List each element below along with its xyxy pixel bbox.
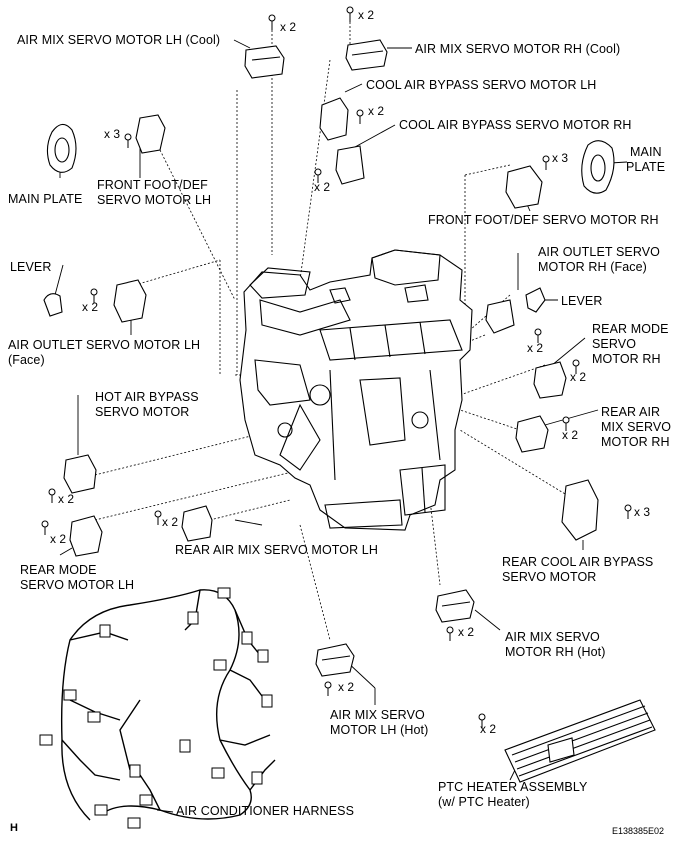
screw-icon [268, 14, 276, 30]
rear-cool-air-bypass-servo-motor [561, 479, 599, 541]
screw-icon [478, 713, 486, 728]
label-air-outlet-lh-line1: AIR OUTLET SERVO MOTOR LH [8, 338, 201, 352]
screws [41, 6, 632, 728]
label-rear-air-mix-rh-line1: REAR AIR [601, 405, 661, 419]
qty-mark: x 3 [552, 151, 569, 165]
qty-mark: x 3 [634, 505, 651, 519]
qty-mark: x 2 [480, 722, 497, 736]
screw-icon [154, 510, 162, 525]
qty-mark: x 2 [50, 532, 67, 546]
qty-mark: x 2 [314, 180, 331, 194]
label-air-outlet-lh-line2: (Face) [8, 353, 45, 367]
qty-mark: x 2 [162, 515, 179, 529]
label-front-foot-def-lh-line2: SERVO MOTOR LH [97, 193, 212, 207]
harness-connectors [39, 587, 273, 829]
air-outlet-servo-motor-lh [113, 279, 147, 323]
qty-mark: x 3 [104, 127, 121, 141]
screw-icon [48, 488, 56, 503]
screw-icon [41, 520, 49, 535]
screw-icon [346, 6, 354, 22]
qty-mark: x 2 [527, 341, 544, 355]
screw-icon [90, 288, 98, 303]
label-air-mix-servo-motor-lh-cool: AIR MIX SERVO MOTOR LH (Cool) [17, 33, 221, 47]
label-rear-mode-lh-line2: SERVO MOTOR LH [20, 578, 135, 592]
air-mix-servo-motor-rh-hot [435, 589, 475, 623]
label-front-foot-def-lh-line1: FRONT FOOT/DEF [97, 178, 208, 192]
corner-letter: H [10, 822, 18, 834]
label-rear-air-mix-servo-motor-lh: REAR AIR MIX SERVO MOTOR LH [175, 543, 378, 557]
screw-icon [356, 109, 364, 124]
label-air-outlet-rh-line2: MOTOR RH (Face) [538, 260, 647, 274]
screw-icon [446, 626, 454, 641]
figure-code: E138385E02 [612, 826, 665, 836]
air-mix-servo-motor-rh-cool [345, 39, 388, 71]
qty-mark: x 2 [58, 492, 75, 506]
label-lever-left: LEVER [10, 260, 52, 274]
air-mix-servo-motor-lh-hot [315, 643, 355, 677]
guide-lines [94, 10, 576, 641]
lever-left [43, 293, 63, 317]
screw-icon [124, 133, 132, 148]
qty-mark: x 2 [368, 104, 385, 118]
hvac-unit-housing [239, 249, 473, 531]
rear-mode-servo-motor-lh [69, 515, 103, 557]
qty-mark: x 2 [562, 428, 579, 442]
label-rear-air-mix-rh-line3: MOTOR RH [601, 435, 670, 449]
label-hot-air-bypass-line2: SERVO MOTOR [95, 405, 190, 419]
label-air-mix-rh-hot-line1: AIR MIX SERVO [505, 630, 600, 644]
label-main-plate-left: MAIN PLATE [8, 192, 83, 206]
front-foot-def-servo-motor-rh [505, 165, 543, 209]
ptc-heater-assembly [504, 699, 656, 783]
label-rear-cool-bypass-line2: SERVO MOTOR [502, 570, 597, 584]
label-rear-cool-bypass-line1: REAR COOL AIR BYPASS [502, 555, 654, 569]
label-ptc-heater-line1: PTC HEATER ASSEMBLY [438, 780, 588, 794]
label-cool-air-bypass-servo-motor-rh: COOL AIR BYPASS SERVO MOTOR RH [399, 118, 632, 132]
screw-icon [572, 359, 580, 374]
label-front-foot-def-servo-motor-rh: FRONT FOOT/DEF SERVO MOTOR RH [428, 213, 659, 227]
label-air-mix-lh-hot-line2: MOTOR LH (Hot) [330, 723, 429, 737]
label-air-mix-rh-hot-line2: MOTOR RH (Hot) [505, 645, 606, 659]
screw-icon [314, 168, 322, 183]
label-main-plate-right-line2: PLATE [626, 160, 666, 174]
label-air-mix-servo-motor-rh-cool: AIR MIX SERVO MOTOR RH (Cool) [415, 42, 621, 56]
label-cool-air-bypass-servo-motor-lh: COOL AIR BYPASS SERVO MOTOR LH [366, 78, 597, 92]
rear-air-mix-servo-motor-lh [181, 505, 213, 542]
label-main-plate-right-line1: MAIN [630, 145, 662, 159]
components [43, 39, 656, 783]
rear-mode-servo-motor-rh [533, 361, 567, 399]
front-foot-def-servo-motor-lh [135, 114, 166, 154]
label-rear-mode-rh-line2: SERVO [592, 337, 637, 351]
label-air-conditioner-harness: AIR CONDITIONER HARNESS [176, 804, 355, 818]
label-air-outlet-rh-line1: AIR OUTLET SERVO [538, 245, 661, 259]
screw-icon [324, 681, 332, 696]
hot-air-bypass-servo-motor [63, 454, 97, 494]
qty-mark: x 2 [338, 680, 355, 694]
qty-mark: x 2 [280, 20, 297, 34]
qty-mark: x 2 [358, 8, 375, 22]
screw-icon [542, 155, 550, 170]
screw-icon [562, 416, 570, 431]
qty-mark: x 2 [82, 300, 99, 314]
label-ptc-heater-line2: (w/ PTC Heater) [438, 795, 530, 809]
lever-right [525, 287, 546, 313]
cool-air-bypass-servo-motor-rh [335, 145, 365, 185]
label-air-mix-lh-hot-line1: AIR MIX SERVO [330, 708, 425, 722]
rear-air-mix-servo-motor-rh [515, 415, 549, 453]
label-lever-right: LEVER [561, 294, 603, 308]
label-hot-air-bypass-line1: HOT AIR BYPASS [95, 390, 199, 404]
air-conditioner-harness [60, 589, 276, 821]
label-rear-air-mix-rh-line2: MIX SERVO [601, 420, 672, 434]
qty-mark: x 2 [458, 625, 475, 639]
screw-icon [624, 504, 632, 519]
cool-air-bypass-servo-motor-lh [319, 97, 349, 141]
screw-icon [534, 328, 542, 343]
air-mix-servo-motor-lh-cool [244, 45, 285, 79]
qty-mark: x 2 [570, 370, 587, 384]
label-rear-mode-rh-line1: REAR MODE [592, 322, 669, 336]
label-rear-mode-lh-line1: REAR MODE [20, 563, 97, 577]
label-rear-mode-rh-line3: MOTOR RH [592, 352, 661, 366]
air-outlet-servo-motor-rh [485, 299, 515, 334]
